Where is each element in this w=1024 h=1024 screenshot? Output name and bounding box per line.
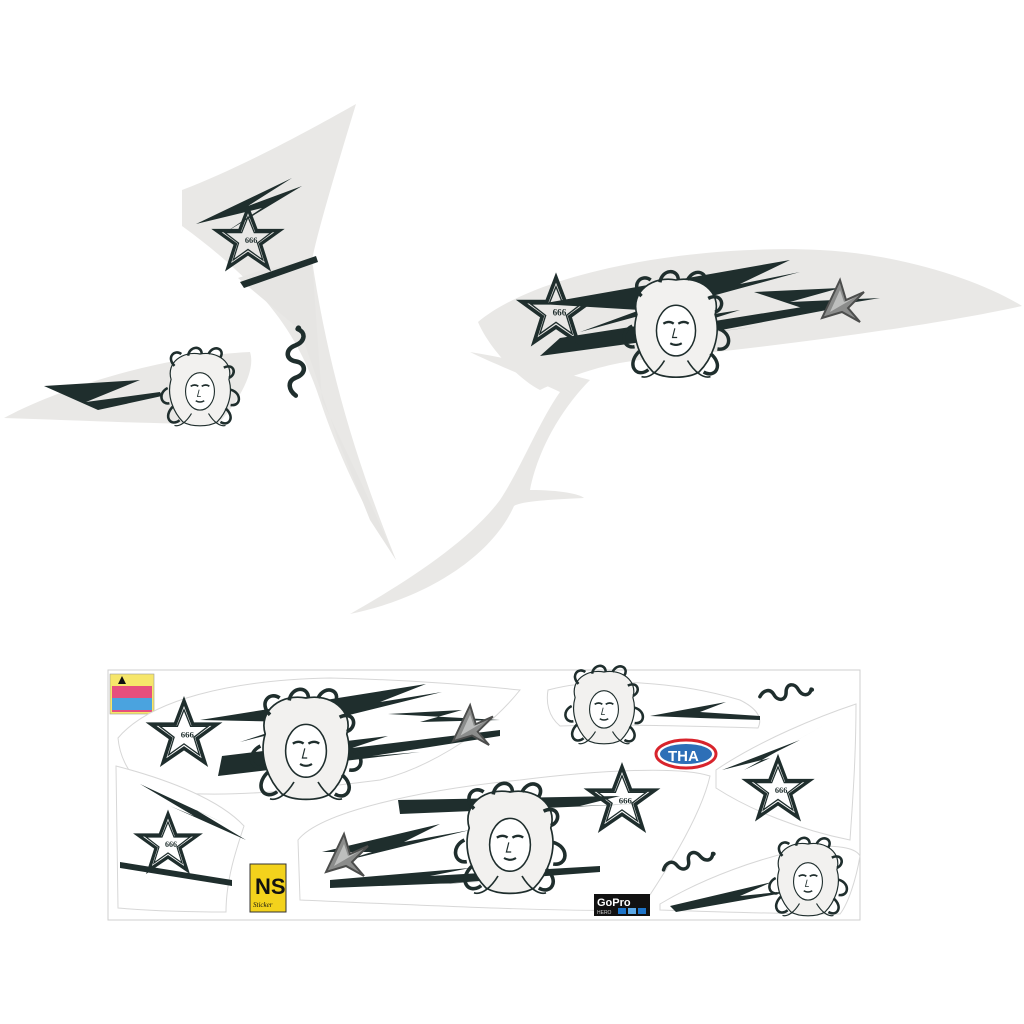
tha-sticker: THA xyxy=(654,738,718,770)
sheet-piece-right-pentagram xyxy=(715,703,857,841)
ns-sticker-subtext: Sticker xyxy=(253,901,273,909)
lightning-bolt-icon xyxy=(140,784,246,840)
lightning-bolt-icon xyxy=(44,380,162,410)
gopro-sticker: GoPro HERO xyxy=(594,894,650,916)
decal-sheet: NS Sticker THA xyxy=(107,664,861,921)
lightning-bolt-icon xyxy=(240,256,318,288)
sheet-piece-large-top xyxy=(117,677,521,802)
sheet-piece-left-vertical xyxy=(115,765,246,913)
sheet-piece-bottom-medusa xyxy=(659,836,861,918)
lightning-bolt-icon xyxy=(670,882,800,912)
lightning-bolt-icon xyxy=(322,824,470,862)
ns-sticker: NS Sticker xyxy=(249,863,287,913)
warning-label-icon xyxy=(109,673,155,715)
panel-large-right xyxy=(350,249,1022,614)
sheet-piece-small-medusa xyxy=(546,664,761,746)
tha-sticker-text: THA xyxy=(668,748,699,765)
gopro-sticker-subtext: HERO xyxy=(597,910,612,916)
gopro-sticker-text: GoPro xyxy=(597,897,631,909)
lightning-bolt-icon xyxy=(650,702,760,720)
ns-sticker-text: NS xyxy=(255,874,286,899)
panel-small-left xyxy=(4,346,252,428)
lightning-bolt-icon xyxy=(196,178,302,232)
panel-vertical xyxy=(182,104,396,560)
sheet-piece-center xyxy=(297,765,711,911)
lightning-bolt-icon xyxy=(754,288,880,310)
